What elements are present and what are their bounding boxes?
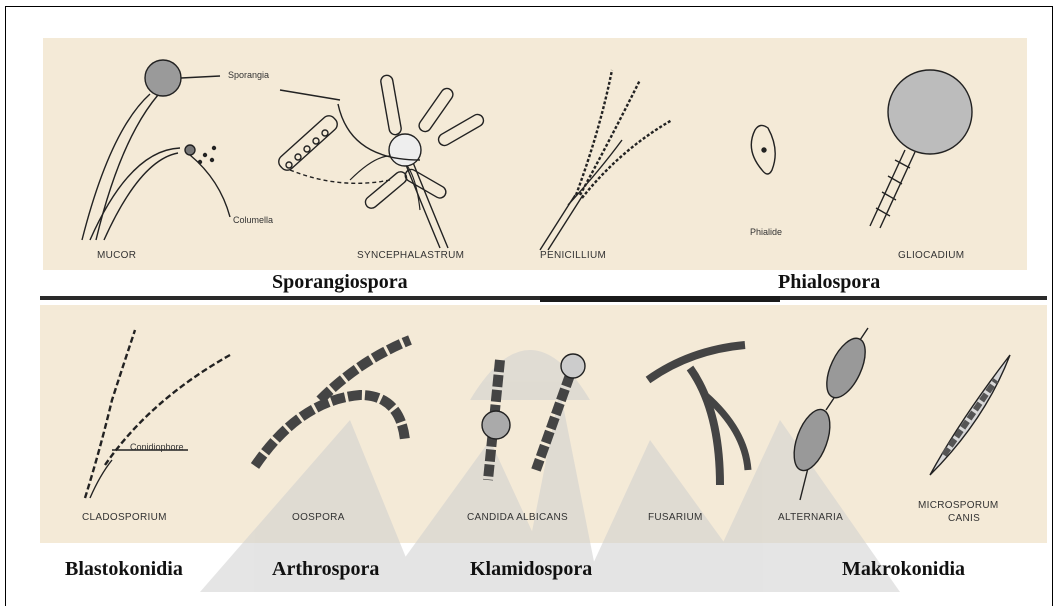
caption-arthrospora: Arthrospora xyxy=(272,558,379,581)
alternaria-drawing xyxy=(787,328,873,500)
penicillium-drawing xyxy=(540,70,672,250)
specimen-label-gliocadium: GLIOCADIUM xyxy=(898,250,964,261)
caption-blastokonidia: Blastokonidia xyxy=(65,558,183,581)
caption-phialospora: Phialospora xyxy=(778,271,880,294)
specimen-label-penicillium: PENICILLIUM xyxy=(540,250,606,261)
mucor-drawing xyxy=(82,60,230,240)
specimen-label-microsporum: MICROSPORUM xyxy=(918,500,999,511)
annotation-columella: Columella xyxy=(233,215,273,225)
microsporum-canis-drawing xyxy=(930,355,1010,475)
caption-sporangiospora: Sporangiospora xyxy=(272,271,408,294)
cladosporium-drawing xyxy=(85,330,230,498)
candida-albicans-drawing xyxy=(482,354,585,480)
specimen-label-alternaria: ALTERNARIA xyxy=(778,512,843,523)
specimen-label-fusarium: FUSARIUM xyxy=(648,512,703,523)
fungi-illustrations xyxy=(0,0,1061,592)
specimen-label-oospora: OOSPORA xyxy=(292,512,345,523)
annotation-conidiophore: Conidiophore xyxy=(130,442,184,452)
oospora-drawing xyxy=(255,340,410,466)
annotation-sporangia: Sporangia xyxy=(228,70,269,80)
specimen-label-mucor: MUCOR xyxy=(97,250,136,261)
fusarium-drawing xyxy=(648,345,748,485)
specimen-label-canis: CANIS xyxy=(948,513,980,524)
specimen-label-candida-albicans: CANDIDA ALBICANS xyxy=(467,512,568,523)
syncephalastrum-drawing xyxy=(276,74,486,248)
specimen-label-cladosporium: CLADOSPORIUM xyxy=(82,512,167,523)
caption-makrokonidia: Makrokonidia xyxy=(842,558,965,581)
gliocadium-drawing xyxy=(870,70,972,228)
specimen-label-syncephalastrum: SYNCEPHALASTRUM xyxy=(357,250,464,261)
phialide-drawing xyxy=(751,125,775,174)
annotation-phialide: Phialide xyxy=(750,227,782,237)
caption-klamidospora: Klamidospora xyxy=(470,558,592,581)
